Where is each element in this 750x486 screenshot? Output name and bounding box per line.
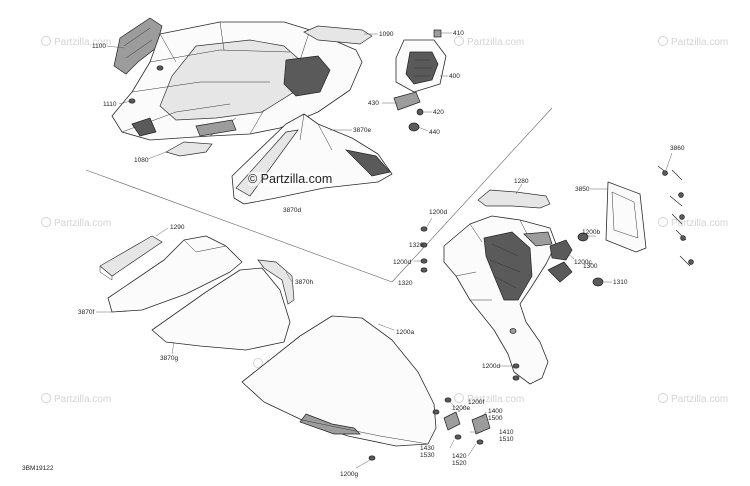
strip-1080	[165, 141, 213, 157]
callout-1420: 1420	[452, 453, 467, 460]
screw-1200d	[512, 363, 520, 369]
callout-1200b: 1200b	[582, 229, 600, 236]
callout-1200g: 1200g	[340, 471, 358, 478]
svg-text:Partzilla.com: Partzilla.com	[467, 394, 524, 405]
callout-1530: 1530	[420, 452, 435, 459]
watermark: Partzilla.com	[658, 217, 728, 229]
screw-1200g	[368, 455, 376, 461]
foam-1280	[477, 189, 551, 209]
callout-1200d: 1200d	[482, 363, 500, 370]
callout-1200d: 1200d	[429, 209, 447, 216]
foam-1290	[99, 235, 163, 281]
leader-lines	[96, 32, 673, 469]
callout-1320: 1320	[409, 242, 424, 249]
screw-1200d	[420, 226, 428, 232]
bracket-1410	[471, 413, 491, 435]
svg-text:Partzilla.com: Partzilla.com	[671, 394, 728, 405]
callout-420: 420	[433, 109, 444, 116]
watermark: Partzilla.com	[658, 36, 728, 48]
screw-410	[433, 29, 442, 38]
svg-text:Partzilla.com: Partzilla.com	[54, 218, 111, 229]
callout-1200a: 1200a	[396, 329, 414, 336]
callout-1200e: 1200e	[452, 405, 470, 412]
watermark: Partzilla.com	[454, 393, 524, 405]
panel-3870f	[107, 235, 243, 313]
screw-1320	[420, 267, 428, 273]
section-separator-line	[85, 107, 553, 283]
callout-1400: 1400	[488, 408, 503, 415]
panel-3870h	[257, 259, 295, 305]
screw-1320	[420, 242, 428, 248]
svg-text:Partzilla.com: Partzilla.com	[54, 37, 111, 48]
bracket-430	[393, 91, 421, 111]
callout-1430: 1430	[420, 445, 435, 452]
plate-3850	[605, 165, 694, 267]
panel-3870g	[151, 267, 291, 351]
light-1310	[547, 261, 573, 283]
panel-1200a	[241, 315, 437, 447]
hardware-cluster	[368, 397, 491, 461]
diagram-code: 3BM19122	[22, 465, 54, 472]
callout-1110: 1110	[103, 101, 117, 108]
nut-420	[416, 108, 424, 116]
callout-1320: 1320	[398, 280, 413, 287]
callout-labels: 1100 1110 1090 410 400 430 420 440 1080 …	[78, 30, 685, 478]
callout-410: 410	[453, 30, 464, 37]
callout-1520: 1520	[452, 460, 467, 467]
svg-text:Partzilla.com: Partzilla.com	[54, 394, 111, 405]
watermark: Partzilla.com	[41, 393, 111, 405]
callout-3870g: 3870g	[160, 355, 178, 362]
callout-430: 430	[368, 100, 379, 107]
upper-panel-assembly	[111, 17, 373, 157]
callout-3870f: 3870f	[78, 309, 94, 316]
callout-3870d: 3870d	[283, 207, 301, 214]
bracket-1430	[443, 411, 461, 431]
callout-1290: 1290	[170, 224, 185, 231]
callout-3870e: 3870e	[353, 127, 371, 134]
callout-1500: 1500	[488, 415, 503, 422]
light-1300	[549, 239, 573, 261]
right-side-assembly	[420, 189, 604, 385]
screw-1200d	[512, 375, 520, 381]
svg-text:Partzilla.com: Partzilla.com	[671, 218, 728, 229]
callout-1080: 1080	[134, 157, 149, 164]
watermark: Partzilla.com	[41, 217, 111, 229]
fastener	[509, 328, 517, 334]
callout-1200d: 1200d	[393, 259, 411, 266]
callout-1300: 1300	[583, 263, 598, 270]
callout-1410: 1410	[499, 429, 514, 436]
clip-1200b	[577, 232, 589, 242]
callout-3870h: 3870h	[295, 279, 313, 286]
callout-440: 440	[429, 129, 440, 136]
bracket-1100	[113, 17, 163, 75]
svg-text:Partzilla.com: Partzilla.com	[671, 37, 728, 48]
module-400	[393, 29, 447, 132]
screw-1200d	[420, 258, 428, 264]
callout-1090: 1090	[379, 31, 394, 38]
callout-3850: 3850	[575, 186, 590, 193]
callout-1200c: 1200c	[574, 259, 592, 266]
callout-1310: 1310	[613, 279, 628, 286]
callout-1100: 1100	[92, 43, 106, 50]
callout-1280: 1280	[514, 178, 529, 185]
watermark: Partzilla.com	[454, 36, 524, 48]
callout-3860: 3860	[670, 145, 685, 152]
callout-1510: 1510	[499, 436, 514, 443]
center-watermark: © Partzilla.com	[248, 172, 333, 186]
clip-1200c	[592, 277, 604, 287]
svg-text:Partzilla.com: Partzilla.com	[467, 37, 524, 48]
watermark: Partzilla.com	[41, 36, 111, 48]
grommet-440	[408, 122, 420, 132]
callout-1200f: 1200f	[468, 399, 484, 406]
callout-400: 400	[449, 73, 460, 80]
screw-1110	[128, 65, 164, 104]
watermark: Partzilla.com	[658, 393, 728, 405]
screw-3860	[657, 165, 694, 267]
strip-1090	[303, 25, 373, 45]
